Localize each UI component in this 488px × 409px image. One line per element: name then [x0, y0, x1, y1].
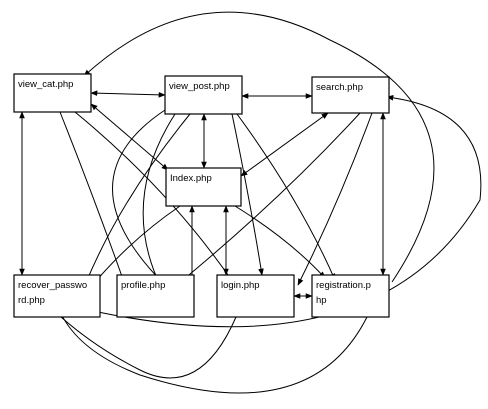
edge-view-post-to-profile — [142, 113, 176, 286]
edge-view-cat-to-login — [74, 111, 236, 286]
edge-registration-to-recover-password — [57, 306, 368, 394]
nodes-layer: view_cat.php view_post.php search.phpIndex… — [13, 73, 390, 318]
node-box — [116, 274, 195, 318]
node-box — [311, 274, 390, 318]
edge-search-to-login — [297, 112, 373, 286]
edge-index-to-registration — [234, 205, 326, 279]
node-label: rd.php — [18, 295, 45, 306]
edge-search-to-profile — [177, 112, 361, 285]
node-box — [216, 274, 295, 318]
edge-index-to-search — [240, 112, 329, 177]
node-label: view_post.php — [169, 81, 230, 92]
edge-view-post-to-recover-password — [84, 113, 191, 286]
node-label: recover_passwo — [18, 280, 87, 291]
node-view-post: view_post.php — [164, 75, 243, 115]
node-box — [13, 73, 92, 113]
node-label: Index.php — [170, 173, 212, 184]
edge-view-cat-to-profile — [59, 111, 126, 286]
node-label: view_cat.php — [18, 79, 73, 90]
node-label: search.php — [316, 82, 363, 93]
edges-layer — [19, 11, 482, 394]
edge-registration-to-view-cat — [83, 11, 435, 283]
node-recover-password: recover_passwo rd.php — [13, 274, 101, 318]
node-box — [311, 76, 390, 114]
node-login: login.php — [216, 274, 295, 318]
node-view-cat: view_cat.php — [13, 73, 92, 113]
node-box — [13, 274, 101, 318]
node-box — [165, 167, 242, 207]
node-search: search.php — [311, 76, 390, 114]
node-profile: profile.php — [116, 274, 195, 318]
node-box — [164, 75, 243, 115]
node-registration: registration.p hp — [311, 274, 390, 318]
edge-view-post-to-login — [231, 113, 264, 276]
node-label: profile.php — [121, 280, 165, 291]
edge-view-post-to-registration — [236, 113, 336, 281]
edge-view-cat-to-view-post — [90, 90, 166, 98]
edge-view-post-to-profile — [112, 109, 166, 286]
node-index: Index.php — [165, 167, 242, 207]
node-label: login.php — [221, 280, 260, 291]
node-label: hp — [316, 295, 327, 306]
node-label: registration.p — [316, 280, 371, 291]
edge-login-to-recover-password — [49, 306, 237, 379]
